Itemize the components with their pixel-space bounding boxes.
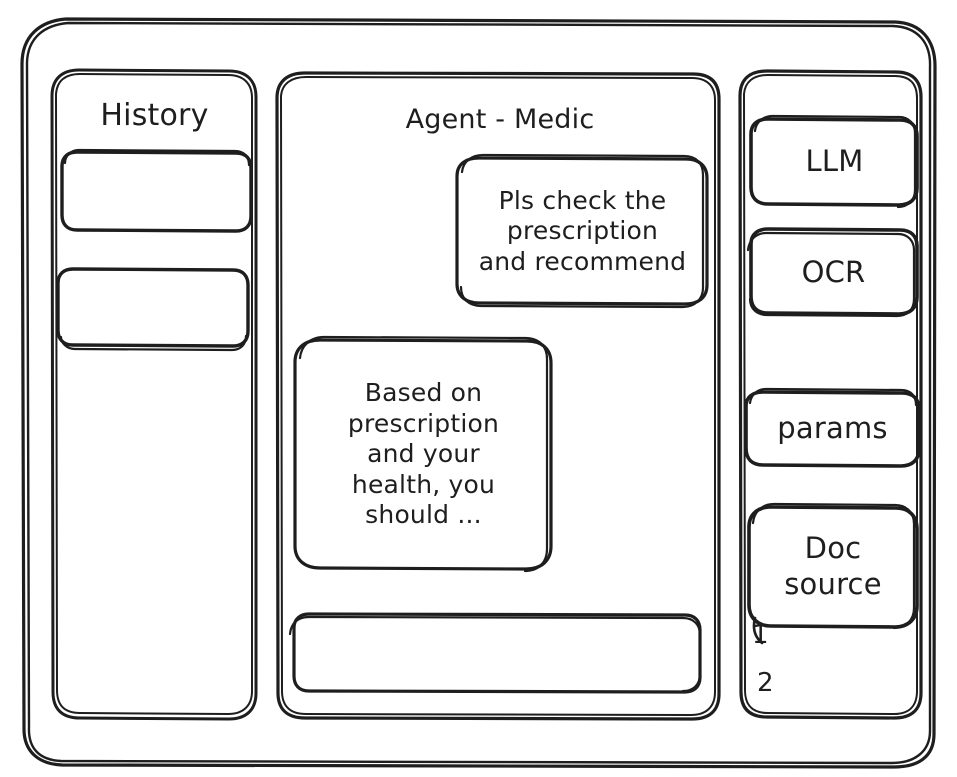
user-message-bubble: Pls check the prescription and recommend — [457, 158, 708, 305]
doc-source-list-item[interactable]: 1 — [752, 616, 788, 656]
history-item[interactable] — [60, 151, 252, 232]
agent-title-label: Agent - Medic — [405, 103, 595, 135]
params-button[interactable]: params — [746, 390, 919, 467]
history-title: History — [52, 92, 257, 140]
user-message-text: Pls check the prescription and recommend — [478, 185, 687, 276]
llm-button[interactable]: LLM — [751, 118, 918, 206]
agent-message-text: Based on prescription and your health, y… — [347, 378, 500, 530]
doc-source-label: Doc source — [784, 531, 882, 601]
llm-button-label: LLM — [805, 144, 864, 179]
doc-source-panel[interactable]: Doc source — [749, 505, 917, 628]
history-item[interactable] — [57, 268, 249, 348]
doc-source-list-item[interactable]: 2 — [757, 664, 793, 704]
ocr-button-label: OCR — [801, 254, 866, 289]
ocr-button[interactable]: OCR — [750, 229, 917, 316]
doc-source-item-number: 1 — [752, 620, 769, 651]
agent-message-bubble: Based on prescription and your health, y… — [295, 339, 552, 570]
doc-source-item-number: 2 — [757, 668, 774, 699]
history-title-label: History — [100, 97, 209, 133]
message-input[interactable] — [293, 614, 701, 692]
page-title: Agent - Medic — [290, 95, 710, 145]
params-button-label: params — [777, 410, 888, 445]
